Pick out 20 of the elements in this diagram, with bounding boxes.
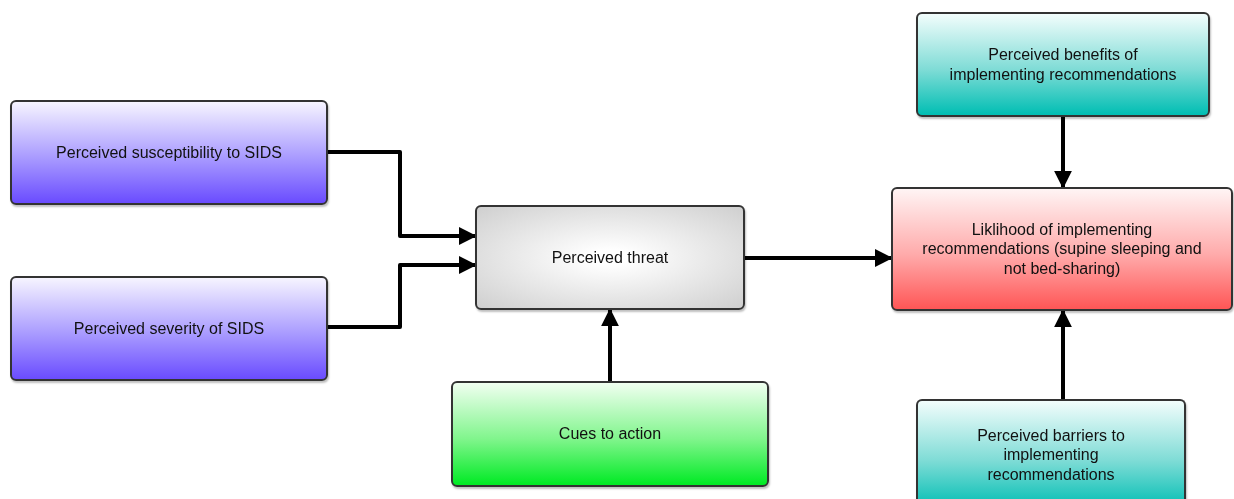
node-label: Cues to action	[558, 424, 662, 444]
factor-box	[10, 100, 328, 205]
factor-box	[451, 381, 769, 487]
arrow	[745, 249, 893, 267]
arrow	[328, 256, 477, 329]
process-box	[475, 205, 745, 310]
arrow	[1054, 117, 1072, 189]
arrow	[601, 308, 619, 381]
arrow	[328, 150, 477, 245]
node-label: Perceived benefits of implementing recommendations	[948, 45, 1178, 84]
node-label: Perceived barriers to implementing recommendations	[976, 426, 1126, 484]
node-label: Perceived susceptibility to SIDS	[56, 142, 282, 163]
factor-box	[916, 399, 1186, 499]
node-label: Liklihood of implementing recommendations (supine sleeping and not bed-sharing)	[921, 220, 1203, 278]
node-label: Perceived threat	[551, 247, 669, 268]
node-label: Perceived severity of SIDS	[73, 318, 265, 339]
arrow	[1054, 309, 1072, 399]
factor-box	[10, 276, 328, 381]
outcome-box	[891, 187, 1233, 311]
factor-box	[916, 12, 1210, 117]
